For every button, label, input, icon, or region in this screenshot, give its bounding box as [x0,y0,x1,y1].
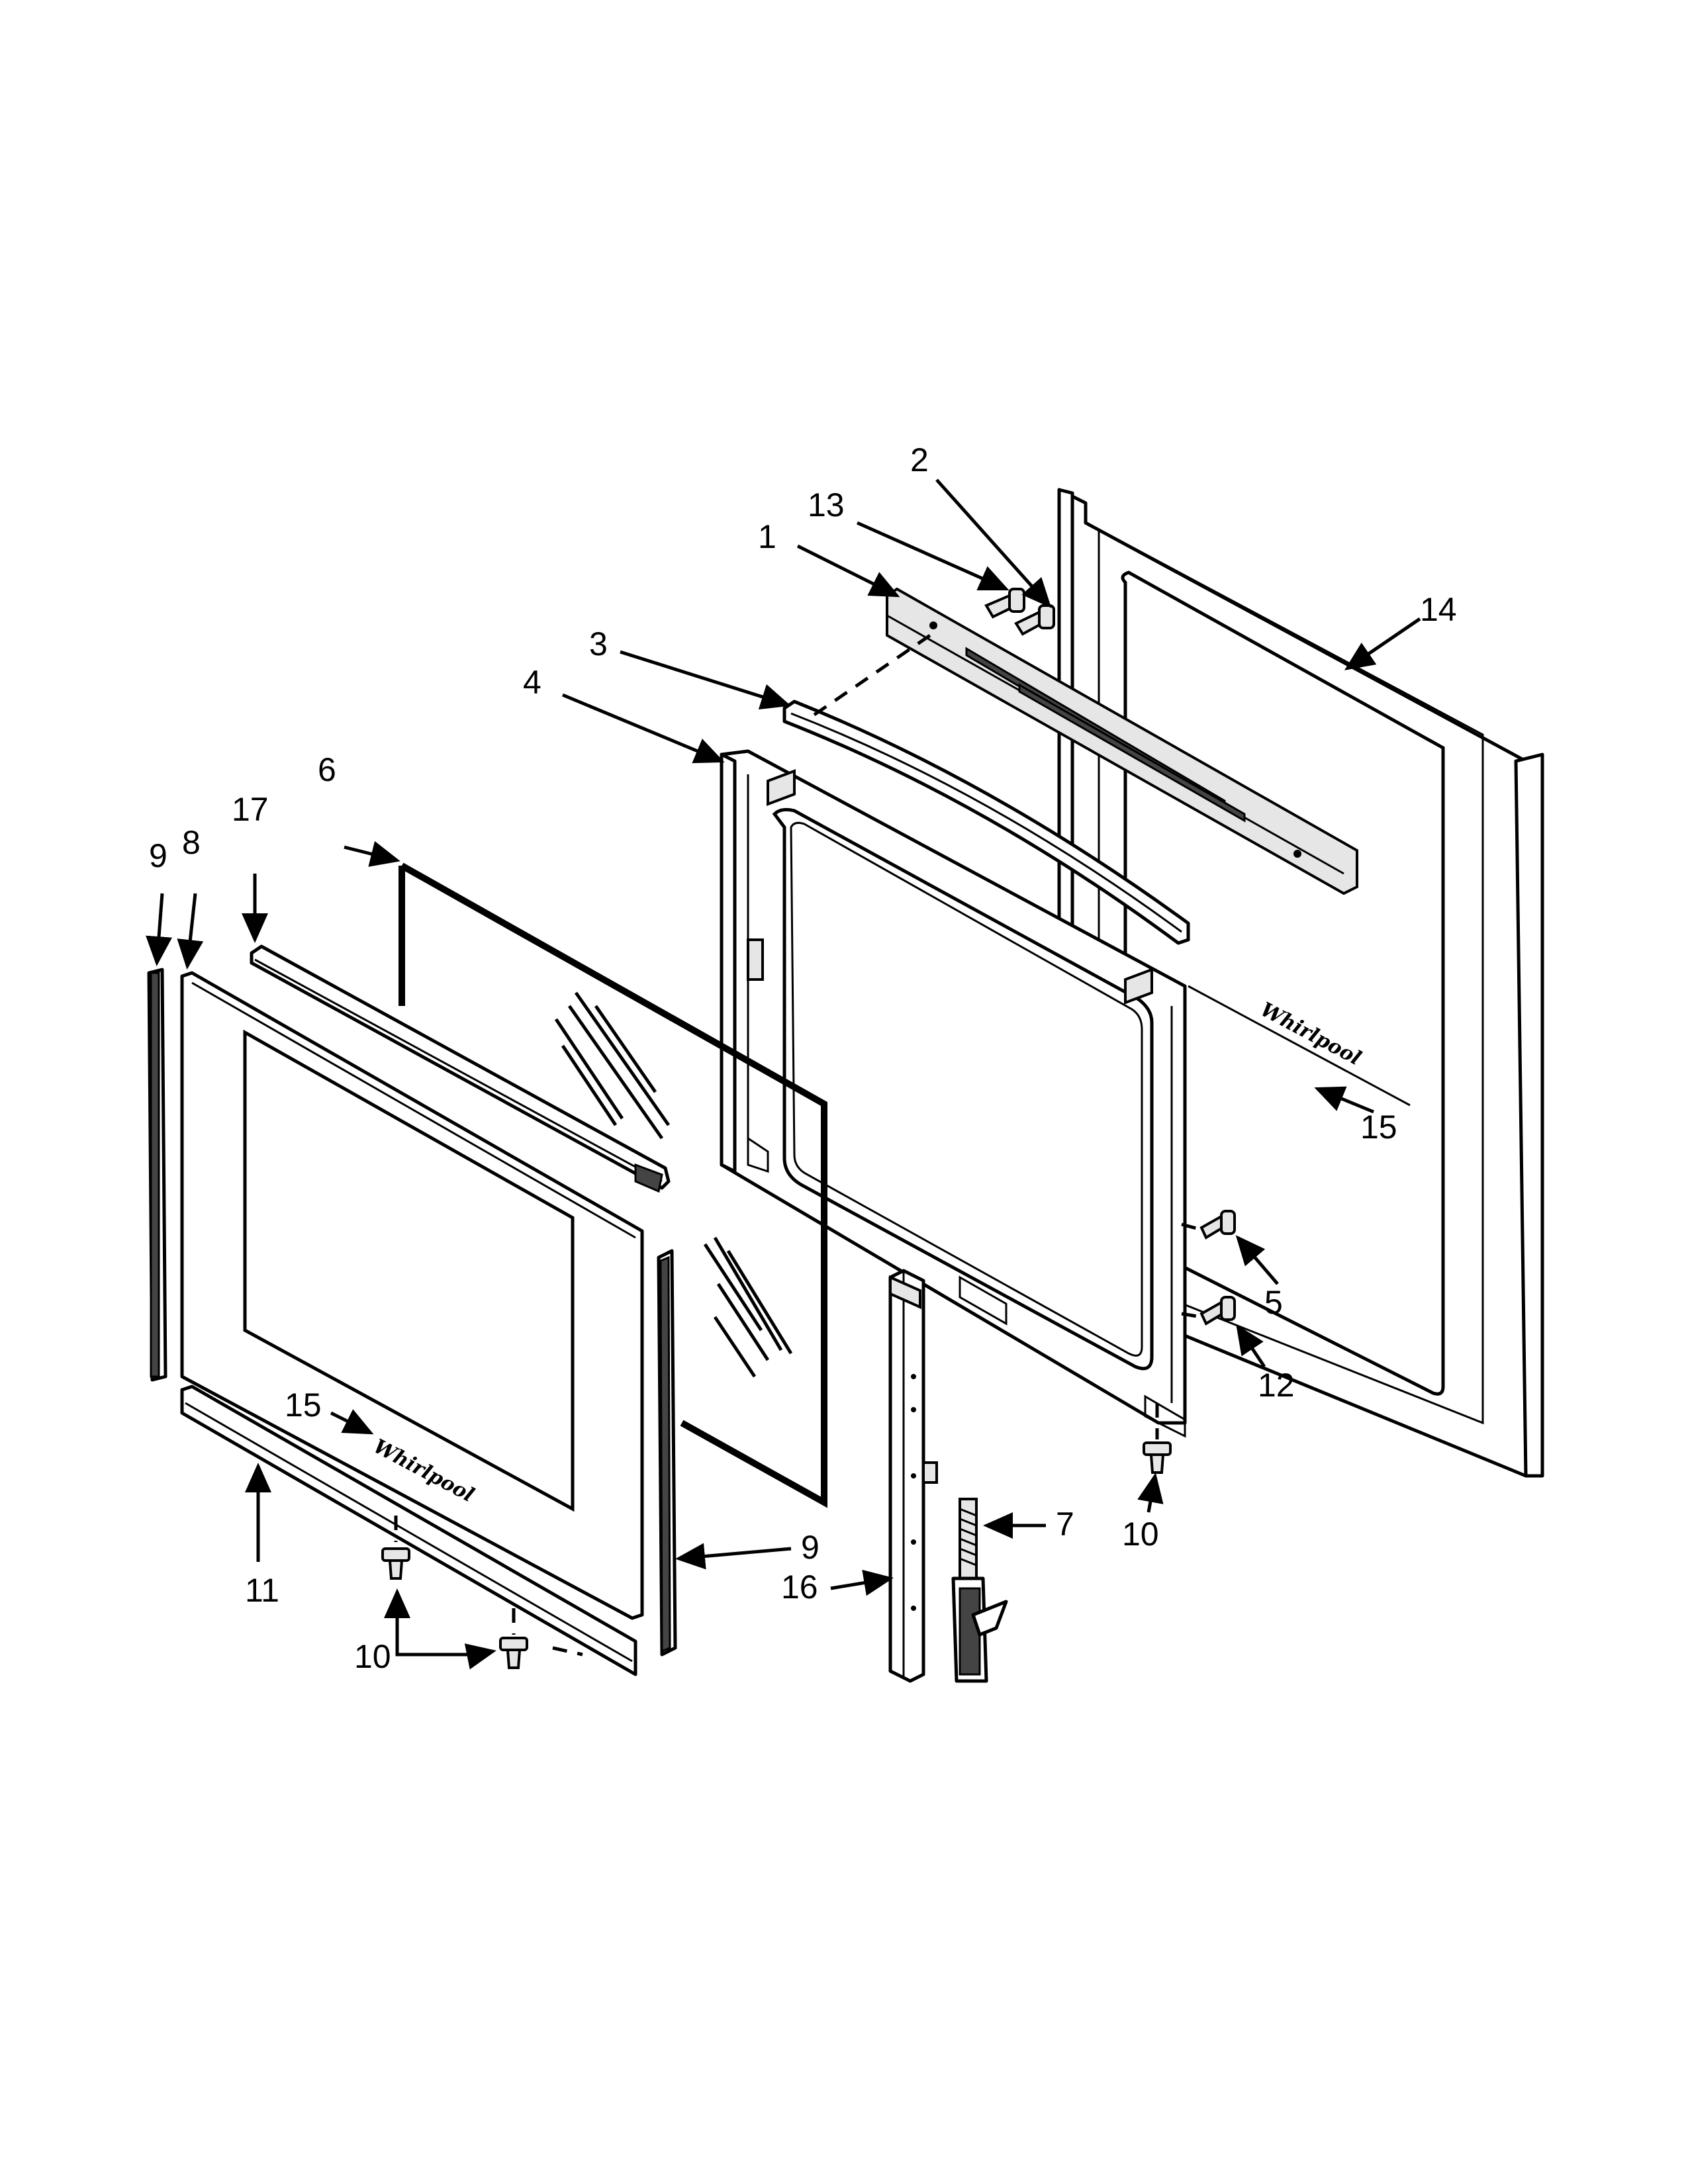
leader-arrows [146,478,1421,1670]
callout-10-front: 10 [354,1638,391,1675]
screw-12 [1199,1296,1236,1326]
callout-5: 5 [1264,1284,1283,1321]
assembly-lines [394,633,1202,1657]
callout-9-right: 9 [801,1529,820,1566]
callout-1: 1 [758,518,776,555]
callout-8: 8 [182,824,201,861]
bottom-trim [180,1385,637,1676]
hinge [951,1498,1008,1683]
vent-bracket [886,587,1358,895]
callout-9-left: 9 [149,837,167,874]
callout-7: 7 [1056,1506,1074,1543]
callout-13: 13 [808,486,845,523]
screw-10-rear [1143,1441,1172,1474]
callout-2: 2 [910,441,929,478]
outer-door-panel [180,971,644,1620]
callout-15-rear: 15 [1360,1109,1397,1146]
callout-17: 17 [232,791,269,828]
callout-6: 6 [318,751,336,788]
screw-10-front-a [381,1547,410,1580]
side-strip-left [147,968,167,1382]
callout-4: 4 [523,664,541,701]
screw-10-front-b [499,1637,528,1669]
callout-14: 14 [1420,591,1457,628]
hinge-receptacle [888,1269,938,1683]
callout-16: 16 [781,1569,818,1606]
door-frame [720,749,1187,1438]
callout-3: 3 [589,625,608,662]
callout-12: 12 [1258,1367,1295,1404]
callout-11: 11 [245,1572,279,1609]
side-strip-right [657,1249,677,1657]
top-trim-strip [250,944,671,1193]
trim-bar [782,700,1190,945]
screw-5 [1199,1210,1236,1240]
screw-13 [984,588,1025,619]
callout-15-front: 15 [285,1387,322,1424]
glass-pane [399,862,827,1508]
callout-10-rear: 10 [1122,1516,1159,1553]
